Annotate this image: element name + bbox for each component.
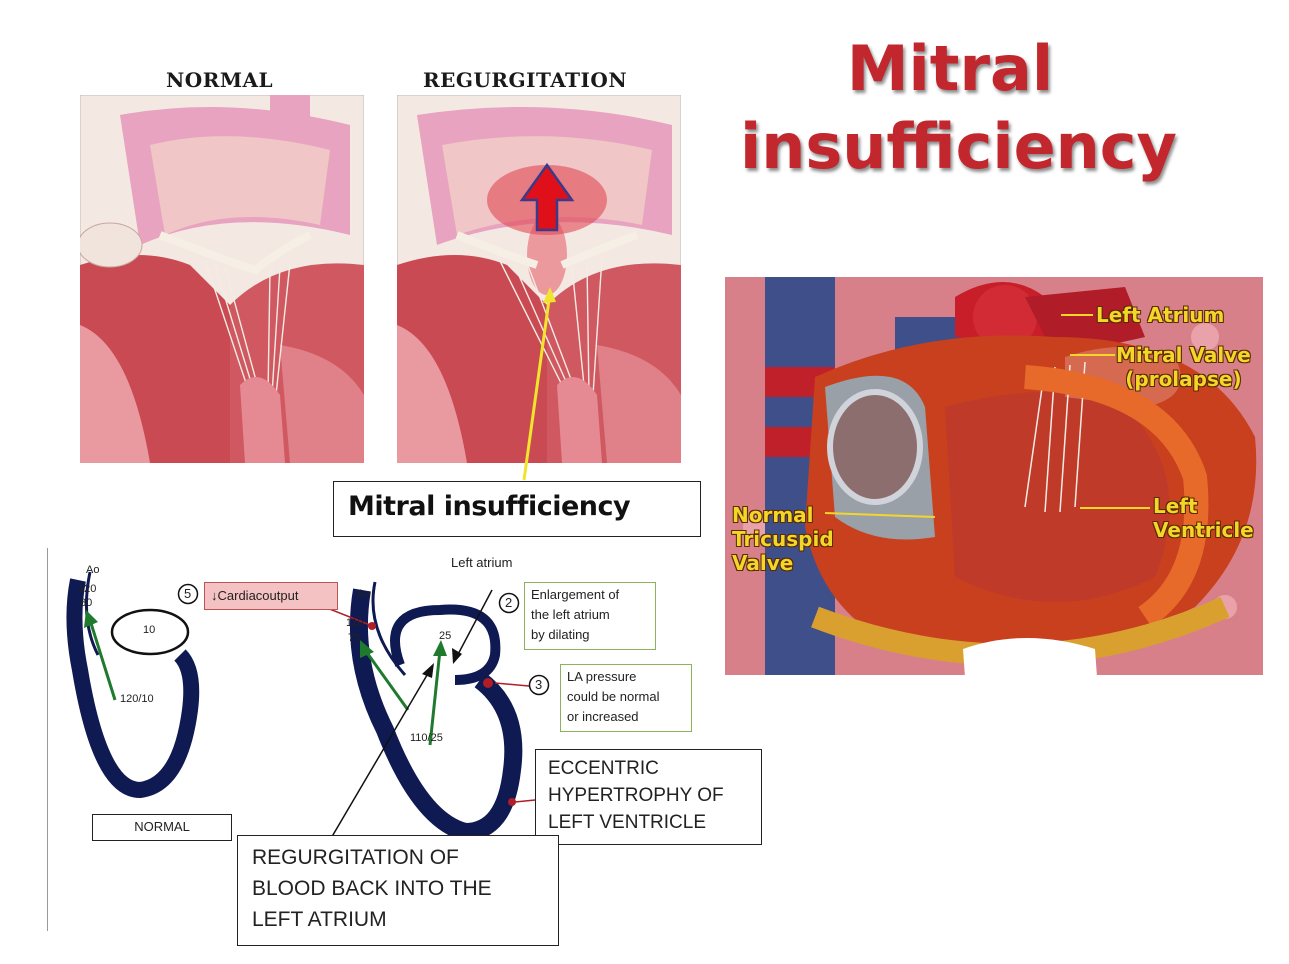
normal-lv-pressure: 120/10 — [120, 693, 154, 705]
normal-la-pressure: 10 — [143, 624, 156, 636]
page-title: Mitral insufficiency — [740, 30, 1177, 186]
mr-ao-label: Ao — [357, 588, 371, 600]
normal-diastolic-pressure: 80 — [80, 597, 93, 609]
eccentric-hypertrophy-box: ECCENTRIC HYPERTROPHY OF LEFT VENTRICLE — [535, 749, 762, 845]
regurgitation-header: REGURGITATION — [423, 68, 628, 92]
mitral-insufficiency-label-box: Mitral insufficiency — [333, 481, 701, 537]
step5-cardiac-output-box: ↓Cardiacoutput — [204, 582, 338, 610]
regurgitation-box: REGURGITATION OF BLOOD BACK INTO THE LEF… — [237, 835, 559, 946]
step3-number: 3 — [535, 677, 543, 692]
step5-circle-icon — [177, 583, 199, 605]
regurgitation-valve-illustration — [397, 95, 681, 463]
mr-lv-pressure: 110/25 — [410, 732, 443, 744]
normal-valve-illustration — [80, 95, 364, 463]
label-left-ventricle: Left Ventricle — [1153, 494, 1254, 542]
label-mitral-valve: Mitral Valve (prolapse) — [1116, 343, 1251, 391]
step3-la-pressure-box: LA pressure could be normal or increased — [560, 664, 692, 732]
schematic-left-border — [47, 548, 48, 931]
label-normal-tricuspid-valve: Normal Tricuspid Valve — [732, 503, 834, 575]
normal-systolic-pressure: 120 — [78, 583, 97, 595]
title-line-1: Mitral — [846, 32, 1054, 105]
yellow-pointer-line — [522, 287, 556, 481]
mr-diastolic-pressure: 75 — [348, 632, 361, 644]
mr-la-pressure: 25 — [439, 630, 452, 642]
step2-number: 2 — [505, 595, 513, 610]
label-left-atrium: Left Atrium — [1096, 303, 1225, 327]
normal-ao-label: Ao — [86, 564, 100, 576]
normal-schematic-heart — [66, 571, 200, 799]
heart-anatomy-illustration — [725, 277, 1263, 675]
mr-systolic-pressure: 110 — [346, 617, 364, 629]
step2-enlargement-box: Enlargement of the left atrium by dilati… — [524, 582, 656, 650]
mr-schematic-heart — [330, 581, 541, 842]
step2-circle-icon — [498, 592, 520, 614]
normal-schematic-label: NORMAL — [92, 814, 232, 841]
mr-left-atrium-label: Left atrium — [451, 555, 513, 570]
step5-number: 5 — [184, 586, 192, 601]
normal-header: NORMAL — [166, 68, 274, 92]
step3-circle-icon — [528, 674, 550, 696]
title-line-2: insufficiency — [740, 110, 1177, 183]
mitral-insufficiency-label: Mitral insufficiency — [348, 491, 631, 522]
